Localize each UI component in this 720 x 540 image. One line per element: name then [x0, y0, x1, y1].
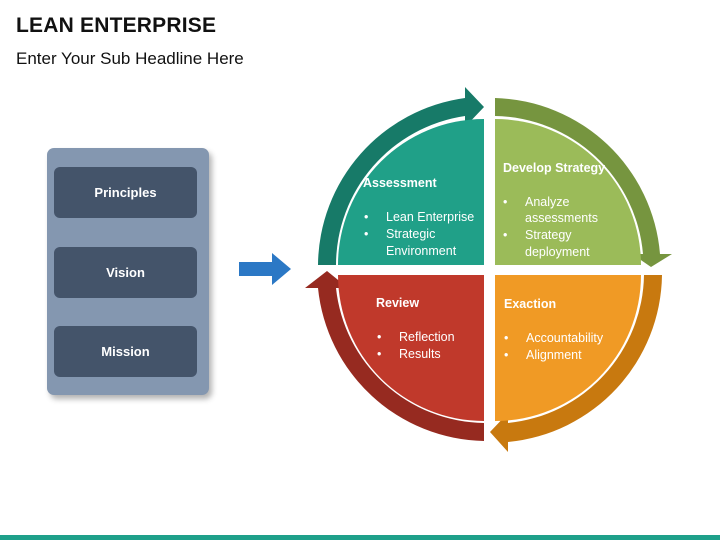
assessment-title: Assessment — [363, 176, 437, 190]
review-bullet-2: Results — [399, 347, 441, 361]
develop-strategy-title: Develop Strategy — [503, 161, 605, 175]
review-quadrant — [338, 275, 484, 421]
assessment-bullet-1-dot: • — [364, 210, 368, 224]
review-bullet-1-dot: • — [377, 330, 381, 344]
exaction-title: Exaction — [504, 297, 556, 311]
connector-arrow-icon — [239, 253, 291, 285]
assessment-bullet-2-dot: • — [364, 227, 368, 241]
review-cycle-arrow — [305, 271, 484, 441]
mission-box: Mission — [54, 326, 197, 377]
page-subtitle: Enter Your Sub Headline Here — [16, 49, 244, 68]
exaction-bullet-1-dot: • — [504, 331, 508, 345]
strategy-bullet-2-dot: • — [503, 228, 507, 242]
exaction-bullet-1: Accountability — [526, 331, 604, 345]
exaction-quadrant — [495, 275, 641, 421]
exaction-bullet-2-dot: • — [504, 348, 508, 362]
exaction-bullet-2: Alignment — [526, 348, 582, 362]
strategy-bullet-1-dot: • — [503, 195, 507, 209]
bottom-accent-bar — [0, 535, 720, 540]
develop-strategy-quadrant — [495, 119, 641, 265]
review-bullet-2-dot: • — [377, 347, 381, 361]
assessment-bullet-2-line-1: Strategic — [386, 227, 435, 241]
strategy-bullet-1-line-1: Analyze — [525, 195, 570, 209]
strategy-bullet-2-line-1: Strategy — [525, 228, 572, 242]
vision-box: Vision — [54, 247, 197, 298]
review-title: Review — [376, 296, 419, 310]
assessment-quadrant — [338, 119, 484, 265]
mission-label: Mission — [101, 344, 150, 359]
strategy-cycle-arrow — [495, 98, 672, 267]
strategy-bullet-1-line-2: assessments — [525, 211, 598, 225]
strategy-bullet-2-line-2: deployment — [525, 245, 590, 259]
principles-label: Principles — [94, 185, 157, 200]
assessment-bullet-2-line-2: Environment — [386, 244, 457, 258]
review-bullet-1: Reflection — [399, 330, 455, 344]
exaction-cycle-arrow — [490, 275, 662, 452]
vision-label: Vision — [106, 265, 145, 280]
page-title: LEAN ENTERPRISE — [16, 14, 217, 37]
left-panel: Principles Vision Mission — [47, 148, 209, 395]
assessment-cycle-arrow — [318, 87, 484, 265]
principles-box: Principles — [54, 167, 197, 218]
assessment-bullet-1: Lean Enterprise — [386, 210, 474, 224]
